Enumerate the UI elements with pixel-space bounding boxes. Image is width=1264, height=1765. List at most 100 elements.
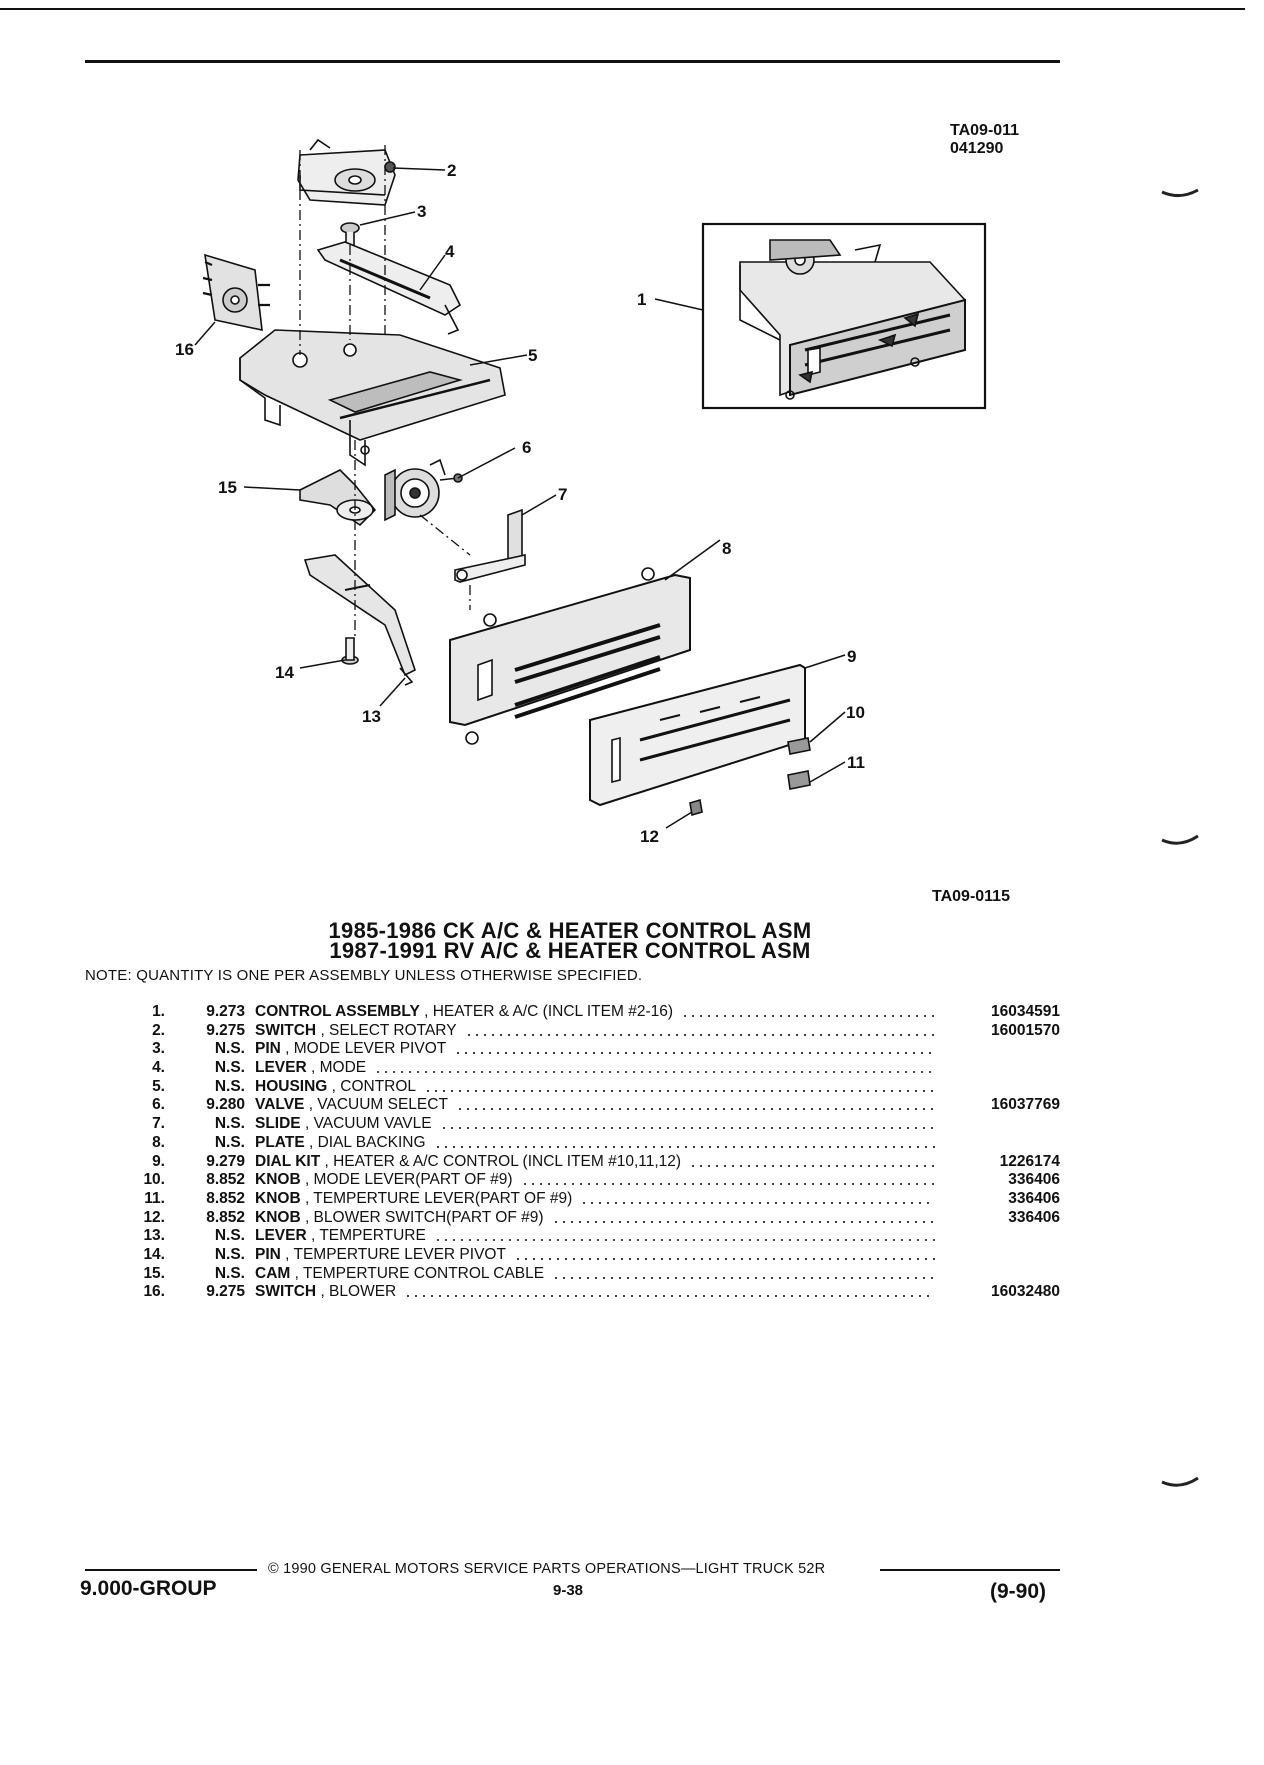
part-description: CONTROL ASSEMBLY , HEATER & A/C (INCL IT…: [255, 1003, 673, 1022]
group-number: N.S.: [214, 1245, 245, 1263]
part-number: 16001570: [991, 1021, 1060, 1039]
group-number: 9.279: [206, 1152, 245, 1170]
part-name: HOUSING: [255, 1077, 328, 1095]
group-number: 9.280: [206, 1096, 245, 1114]
group-number: 8.852: [206, 1208, 245, 1226]
dot-leader: [454, 1040, 935, 1059]
group-number: 8.852: [206, 1189, 245, 1207]
part-detail: , BLOWER: [316, 1283, 397, 1301]
part-name: PLATE: [255, 1133, 305, 1151]
control-housing: [239, 329, 506, 467]
part-name: VALVE: [255, 1096, 305, 1114]
part-description: CAM , TEMPERTURE CONTROL CABLE: [255, 1265, 544, 1284]
callout-16: 16: [175, 340, 194, 359]
parts-list-row: 6. 9.280 VALVE , VACUUM SELECT 16037769: [125, 1096, 1060, 1115]
part-number: 16037769: [991, 1096, 1060, 1114]
parts-list: 1. 9.273 CONTROL ASSEMBLY , HEATER & A/C (…: [125, 1003, 1060, 1302]
parts-list-row: 14.N.S.PIN , TEMPERTURE LEVER PIVOT: [125, 1245, 1060, 1265]
part-description: SLIDE , VACUUM VAVLE: [255, 1115, 432, 1134]
parts-list-row: 3.N.S.PIN , MODE LEVER PIVOT: [125, 1040, 1060, 1059]
part-description: HOUSING , CONTROL: [255, 1078, 416, 1097]
part-name: KNOB: [255, 1171, 301, 1189]
item-number: 15.: [143, 1264, 165, 1282]
callout-6: 6: [522, 438, 531, 457]
dot-leader: [580, 1189, 935, 1208]
callout-4: 4: [445, 242, 455, 261]
group-number: N.S.: [214, 1264, 245, 1282]
temperature-lever: [303, 554, 416, 686]
dot-leader: [456, 1096, 935, 1115]
part-description: KNOB , MODE LEVER(PART OF #9): [255, 1171, 513, 1190]
blower-switch: [202, 253, 270, 332]
part-name: SWITCH: [255, 1021, 317, 1039]
dot-leader: [521, 1171, 935, 1190]
dot-leader: [434, 1133, 935, 1152]
dot-leader: [552, 1208, 935, 1227]
part-detail: , VACUUM SELECT: [304, 1096, 448, 1114]
copyright-line: © 1990 GENERAL MOTORS SERVICE PARTS OPER…: [268, 1561, 826, 1577]
top-edge-rule: [0, 8, 1245, 10]
item-number: 14.: [143, 1245, 165, 1263]
group-number: 8.852: [206, 1171, 245, 1189]
dot-leader: [552, 1264, 935, 1283]
group-number: N.S.: [214, 1115, 245, 1133]
blower-switch-knob: [689, 798, 703, 817]
part-description: SWITCH , SELECT ROTARY: [255, 1022, 457, 1041]
part-description: VALVE , VACUUM SELECT: [255, 1096, 448, 1115]
mode-lever: [316, 241, 462, 335]
part-name: LEVER: [255, 1059, 307, 1077]
footer-revision: (9-90): [990, 1580, 1047, 1603]
part-name: KNOB: [255, 1208, 301, 1226]
item-number: 2.: [152, 1021, 165, 1039]
item-number: 16.: [143, 1283, 165, 1301]
mode-lever-knob: [787, 737, 811, 755]
group-number: 9.275: [206, 1283, 245, 1301]
dot-leader: [681, 1003, 935, 1021]
part-description: DIAL KIT , HEATER & A/C CONTROL (INCL IT…: [255, 1153, 681, 1172]
quantity-note: NOTE: QUANTITY IS ONE PER ASSEMBLY UNLES…: [85, 967, 643, 984]
part-name: PIN: [255, 1245, 281, 1263]
part-detail: , BLOWER SWITCH(PART OF #9): [300, 1208, 544, 1226]
leader-lines: [194, 167, 846, 829]
parts-list-row: 5. N.S. HOUSING , CONTROL: [125, 1077, 1060, 1097]
item-number: 1.: [152, 1003, 165, 1020]
ref-date-top: 041290: [950, 140, 1004, 157]
part-number: 16032480: [991, 1283, 1060, 1301]
group-number: 9.273: [206, 1003, 245, 1020]
part-detail: , MODE: [306, 1059, 367, 1077]
group-number: N.S.: [214, 1227, 245, 1245]
edge-marks: [1161, 188, 1199, 1487]
footer-rule-right: [880, 1569, 1060, 1571]
alignment-lines: [299, 145, 471, 640]
part-detail: , TEMPERTURE LEVER(PART OF #9): [300, 1189, 573, 1207]
part-number: 16034591: [991, 1003, 1060, 1020]
item-number: 6.: [152, 1096, 165, 1114]
item-number: 13.: [143, 1227, 165, 1245]
callout-12: 12: [640, 827, 659, 846]
dot-leader: [404, 1283, 935, 1302]
vacuum-valve-slide: [454, 508, 526, 583]
part-detail: , MODE LEVER PIVOT: [280, 1040, 447, 1058]
title-line-1: 1985-1986 CK A/C & HEATER CONTROL ASM: [328, 918, 812, 943]
parts-list-row: 7.N.S.SLIDE , VACUUM VAVLE: [125, 1115, 1060, 1134]
group-number: N.S.: [214, 1040, 245, 1058]
part-number: 336406: [1008, 1171, 1060, 1189]
footer-rule-left: [85, 1569, 257, 1571]
vacuum-select-valve: [384, 458, 463, 522]
header-rule: [85, 60, 1060, 63]
part-detail: , MODE LEVER(PART OF #9): [300, 1171, 513, 1189]
temperature-lever-knob: [787, 770, 811, 790]
item-number: 3.: [152, 1040, 165, 1058]
item-number: 5.: [152, 1077, 165, 1095]
assembled-unit-inset: [701, 222, 987, 410]
temperature-control-cable-cam: [299, 469, 377, 527]
part-detail: , DIAL BACKING: [304, 1133, 426, 1151]
parts-list-row: 13.N.S.LEVER , TEMPERTURE: [125, 1227, 1060, 1246]
ref-code-top: TA09-011: [950, 122, 1020, 139]
callout-3: 3: [417, 202, 426, 221]
part-name: SWITCH: [255, 1283, 317, 1301]
group-number: N.S.: [214, 1077, 245, 1095]
